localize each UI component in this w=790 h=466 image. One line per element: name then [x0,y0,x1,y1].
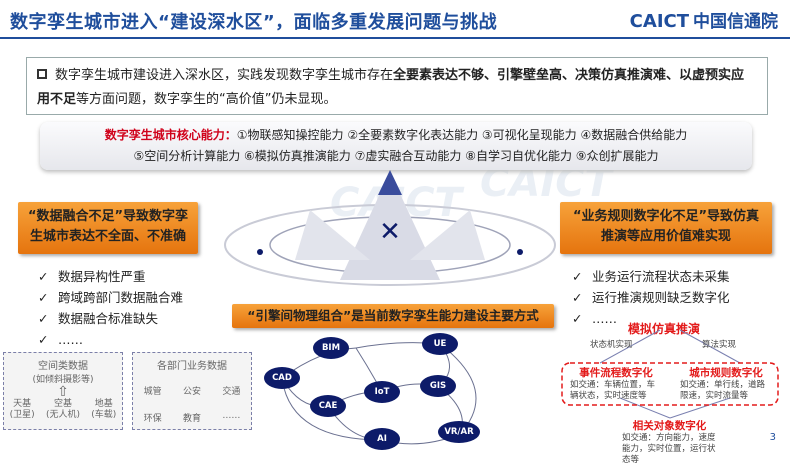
convergence-graphic: ✕ [224,170,556,286]
object-digitization-title: 相关对象数字化 [632,420,707,432]
intro-text: 数字孪生城市建设进入深水区，实践发现数字孪生城市存在 [55,68,394,83]
intro-text-end: 等方面问题，数字孪生的“高价值”仍未显现。 [76,92,337,107]
simulation-diagram: 模拟仿真推演 状态机实现 算法实现 事件流程数字化如交通：车辆位置，车辆状态，实… [560,318,790,465]
right-checklist: ✓ 业务运行流程状态未采集 ✓ 运行推演规则缺乏数字化 ✓ …… [572,266,730,329]
business-item: 交通 [222,387,241,397]
business-rules-box: “业务规则数字化不足”导致仿真推演等应用价值难实现 [560,202,772,254]
engine-node: GIS [420,375,456,397]
engine-node: VR/AR [438,421,480,443]
business-item: 教育 [182,414,201,424]
sim-title: 模拟仿真推演 [628,322,701,336]
spatial-data-box: 空间类数据 (如倾斜摄影等) ⇧ 天基 (卫星) 空基 (无人机) 地基 (车载) [3,352,123,430]
business-item: 环保 [143,414,162,424]
list-item-text: 数据融合标准缺失 [58,311,159,326]
title-divider [0,37,790,39]
list-item: ✓ …… [38,329,183,350]
check-icon: ✓ [38,311,49,326]
business-item: 城管 [143,387,162,397]
page-title: 数字孪生城市进入“建设深水区”，面临多重发展问题与挑战 [10,12,498,33]
list-item: ✓ 数据融合标准缺失 [38,308,183,329]
list-item-text: …… [592,311,617,326]
event-digitization-desc: 如交通：车辆位置，车辆状态，实时速度等 [570,380,656,401]
business-item: 公安 [182,387,201,397]
capabilities-heading: 数字孪生城市核心能力： [104,128,237,142]
check-icon: ✓ [572,269,583,284]
list-item: ✓ 运行推演规则缺乏数字化 [572,287,730,308]
intro-box: 数字孪生城市建设进入深水区，实践发现数字孪生城市存在全要素表达不够、引擎壁垒高、… [26,57,768,115]
state-machine-label: 状态机实现 [590,340,633,350]
engine-combination-banner: “引擎间物理组合”是当前数字孪生能力建设主要方式 [232,304,554,328]
spatial-item: 天基 (卫星) [9,399,35,420]
business-data-box: 各部门业务数据 城管 公安 交通 环保 教育 …… [132,352,252,430]
intro-bold: 全要素表达不够、引擎壁垒高、决策仿真推演难、以虚预实应用不足 [37,68,745,107]
check-icon: ✓ [572,290,583,305]
list-item-text: 业务运行流程状态未采集 [592,269,730,284]
capabilities-line1: ①物联感知操控能力 ②全要素数字化表达能力 ③可视化呈现能力 ④数据融合供给能力 [236,128,688,142]
capabilities-line2: ⑤空间分析计算能力 ⑥模拟仿真推演能力 ⑦虚实融合互动能力 ⑧自学习自优化能力 … [133,149,659,163]
list-item: ✓ 数据异构性严重 [38,266,183,287]
engine-node: AI [364,428,400,450]
left-checklist: ✓ 数据异构性严重 ✓ 跨域跨部门数据融合难 ✓ 数据融合标准缺失 ✓ …… [38,266,183,350]
spatial-title: 空间类数据 [38,361,88,372]
up-arrow-icon: ⇧ [57,384,69,400]
logo-cn: 中国信通院 [693,12,778,32]
cross-icon: ✕ [379,217,401,247]
rule-digitization-title: 城市规则数字化 [689,367,763,379]
list-item-text: 运行推演规则缺乏数字化 [592,290,730,305]
list-item-text: …… [58,332,83,347]
check-icon: ✓ [572,311,583,326]
check-icon: ✓ [38,332,49,347]
data-fusion-box: “数据融合不足”导致数字孪生城市表达不全面、不准确 [18,202,198,254]
engine-node: CAE [310,395,346,417]
event-digitization-title: 事件流程数字化 [579,367,653,379]
list-item-text: 数据异构性严重 [58,269,146,284]
rule-digitization-desc: 如交通：单行线，道路限速，实时流量等 [680,380,766,401]
list-item: ✓ 跨域跨部门数据融合难 [38,287,183,308]
logo-en: CAICT [629,11,689,32]
spatial-subtitle: (如倾斜摄影等) [32,375,94,385]
bullet-square-icon [37,69,47,79]
engine-node: CAD [264,367,300,389]
capabilities-panel: 数字孪生城市核心能力：①物联感知操控能力 ②全要素数字化表达能力 ③可视化呈现能… [40,122,752,170]
engine-node: IoT [364,381,400,403]
business-item: …… [222,411,241,421]
engine-node: BIM [313,337,349,359]
list-item: ✓ …… [572,308,730,329]
spatial-item: 空基 (无人机) [45,399,80,420]
business-title: 各部门业务数据 [157,361,227,372]
check-icon: ✓ [38,269,49,284]
spatial-item: 地基 (车载) [91,399,117,420]
object-digitization-desc: 如交通：方向能力，速度能力，实时位置，运行状态等 [622,433,716,465]
page-number: 3 [769,432,776,443]
algorithm-label: 算法实现 [702,340,737,350]
check-icon: ✓ [38,290,49,305]
list-item: ✓ 业务运行流程状态未采集 [572,266,730,287]
list-item-text: 跨域跨部门数据融合难 [58,290,184,305]
engine-node: UE [422,333,458,355]
